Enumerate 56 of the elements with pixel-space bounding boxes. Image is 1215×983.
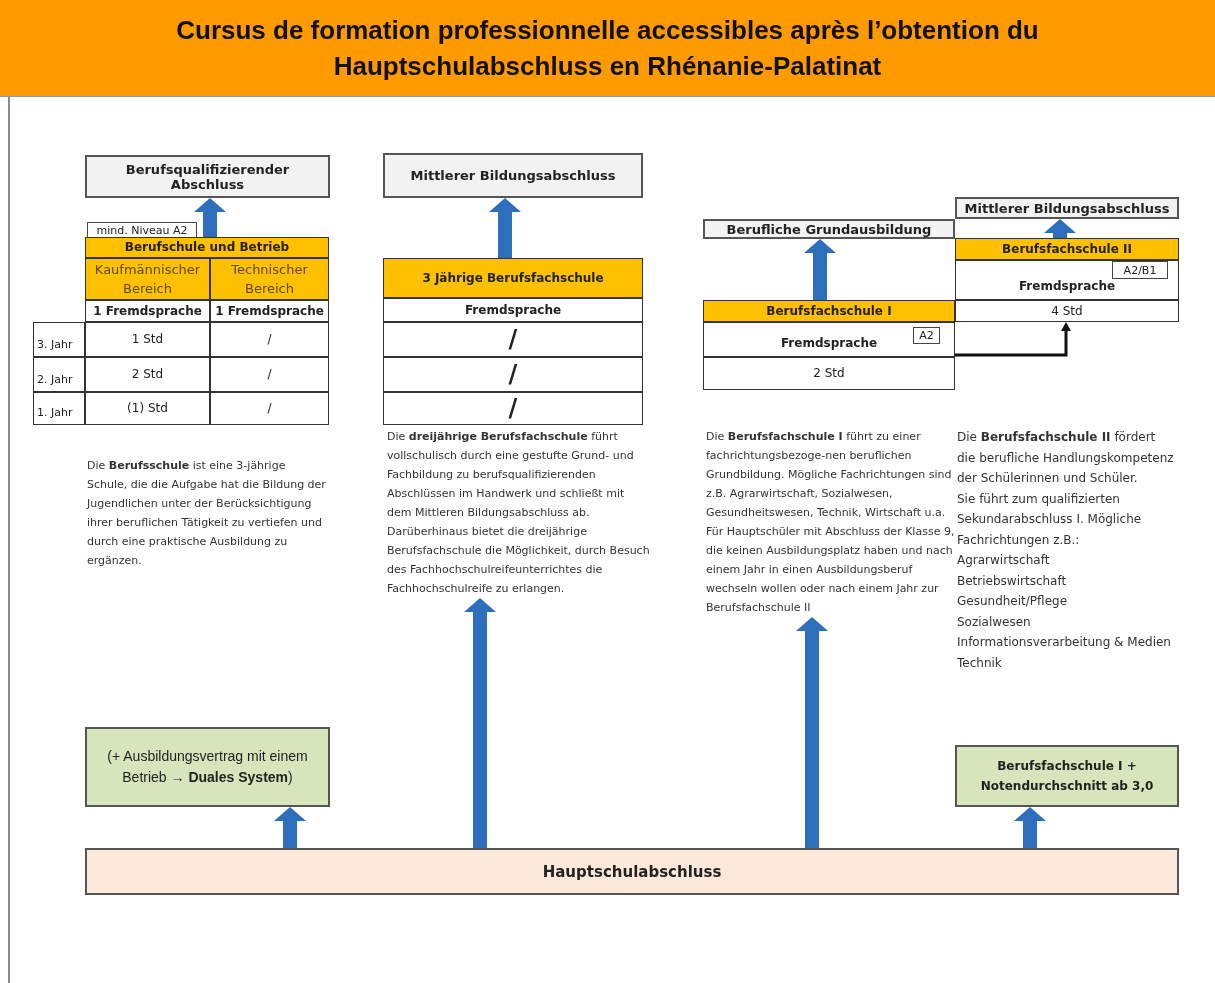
level-tag: A2: [913, 327, 940, 344]
description-text: Die Berufsfachschule I führt zu einer fachrichtungsbezoge-nen beruflichen Grundbildung. Mögliche Fachrichtungen sind z.B. Agrarwirtschaft, Sozialwesen, Gesundheitswesen, Technik, Wirtschaft u.a.: [706, 429, 953, 521]
arrow: [274, 807, 306, 848]
title: Cursus de formation professionnelle accessibles après l’obtention du Hauptschulabschluss en Rhénanie-Palatinat: [175, 14, 1040, 83]
result-box: Berufsqualifizierender Abschluss: [85, 155, 330, 198]
table-cell: /: [210, 357, 329, 392]
list-item: Agrarwirtschaft: [957, 552, 1051, 569]
table-cell: Fremdsprache: [383, 298, 643, 322]
table-cell: 1 Fremdsprache: [210, 300, 329, 322]
description-text: Die Berufsschule ist eine 3-jährige Schule, die die Aufgabe hat die Bildung der Jugendlichen unter der Berücksichtigung ihrer beruflichen Tätigkeit zu vertiefen und durch eine praktische Ausbildung zu ergänzen.: [87, 458, 327, 569]
table-cell: (1) Std: [85, 392, 210, 425]
table-cell: 1 Std: [85, 322, 210, 357]
table-cell: 4 Std: [955, 300, 1179, 322]
description-text: Die dreijährige Berufsfachschule führt vollschulisch durch eine gestufte Grund- und Fachbildung zu berufsqualifizierenden Abschlüssen im Handwerk und schließt mit dem Mittleren Bildungsabschluss ab. Darüberhinaus bietet die dreijährige Berufsfachschule die Möglichkeit, durch Besuch des Fachhochschulreifeunterrichtes die Fachhochschulreife zu erlangen.: [387, 429, 651, 597]
list-item: Gesundheit/Pflege: [957, 593, 1068, 610]
table-header: 3 Jährige Berufsfachschule: [383, 258, 643, 298]
description-text: Die Berufsfachschule II fördert die berufliche Handlungskompetenz der Schülerinnen und Schüler.: [957, 429, 1175, 487]
table-cell: 1 Fremdsprache: [85, 300, 210, 322]
arrow: [464, 598, 496, 848]
arrow: [194, 198, 226, 237]
list-item: Technik: [957, 654, 1003, 672]
result-box: Berufliche Grundausbildung: [703, 219, 955, 239]
arrow: [489, 198, 521, 258]
level-tag: A2/B1: [1112, 261, 1168, 279]
condition-box: Berufsfachschule I + Notendurchschnitt ab 3,0: [955, 745, 1179, 807]
table-cell: /: [383, 322, 643, 357]
level-tag: mind. Niveau A2: [87, 222, 197, 238]
arrow: [955, 322, 1071, 357]
table-header: Berufsfachschule I: [703, 300, 955, 322]
table-header: Berufsfachschule II: [955, 238, 1179, 260]
result-box: Mittlerer Bildungsabschluss: [955, 197, 1179, 219]
table-cell: /: [383, 357, 643, 392]
arrow: [804, 239, 836, 300]
base-bar: Hauptschulabschluss: [85, 848, 1179, 895]
list-item: Informationsverarbeitung & Medien: [957, 634, 1172, 651]
result-box: Mittlerer Bildungsabschluss: [383, 153, 643, 198]
table-header: Technischer Bereich: [210, 258, 329, 300]
school-table: [955, 238, 1179, 322]
description-text: Für Hauptschüler mit Abschluss der Klasse 9, die keinen Ausbildungsplatz haben und nach einem Jahr in einen Ausbildungsberuf wechseln wollen oder nach einem Jahr zur Berufsfachschule II: [706, 524, 955, 616]
row-label: 1. Jahr: [33, 392, 85, 425]
row-label: 2. Jahr: [33, 357, 85, 392]
table-cell: 2 Std: [85, 357, 210, 392]
list-item: Betriebswirtschaft: [957, 572, 1068, 590]
arrow: [796, 617, 828, 848]
arrow: [1044, 219, 1076, 238]
table-cell: /: [210, 392, 329, 425]
table-cell: 2 Std: [703, 357, 955, 390]
row-label: 3. Jahr: [33, 322, 85, 357]
table-cell: /: [383, 392, 643, 425]
table-header: Berufschule und Betrieb: [85, 237, 329, 258]
table-header: Kaufmännischer Bereich: [85, 258, 210, 300]
table-cell: /: [210, 322, 329, 357]
list-item: Sozialwesen: [957, 613, 1032, 631]
arrow: [1014, 807, 1046, 848]
condition-box: (+ Ausbildungsvertrag mit einem Betrieb → Duales System): [85, 727, 330, 807]
description-text: Sie führt zum qualifizierten Sekundarabschluss I. Mögliche Fachrichtungen z.B.:: [957, 490, 1143, 549]
